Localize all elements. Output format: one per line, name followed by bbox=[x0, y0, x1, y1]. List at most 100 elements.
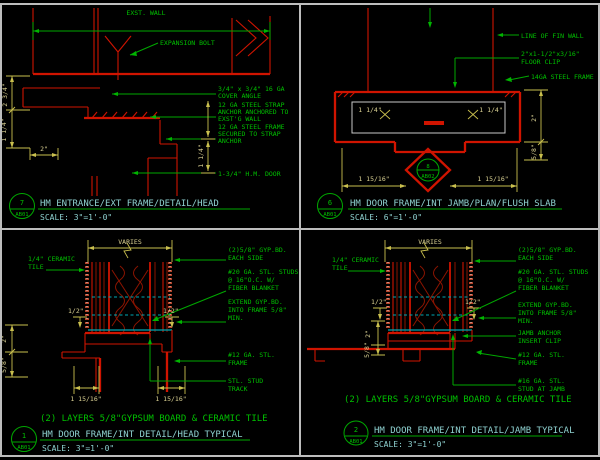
detail-title: HM ENTRANCE/EXT FRAME/DETAIL/HEAD bbox=[40, 199, 219, 209]
ref-diamond bbox=[404, 147, 452, 193]
callout-extend-2: INTO FRAME 5/8" bbox=[228, 306, 287, 314]
divider-vertical bbox=[299, 3, 301, 457]
q4-title-block: (2) LAYERS 5/8"GYPSUM BOARD & CERAMIC TI… bbox=[343, 395, 574, 449]
dim-1-1-4-left: 1 1/4" bbox=[0, 118, 8, 141]
bubble-sheet: AB01 bbox=[349, 439, 362, 445]
callout-cover-angle-2: COVER ANGLE bbox=[218, 92, 261, 100]
dim-throat-left: 1 1/4" bbox=[358, 106, 381, 114]
callout-studs-1: #20 GA. STL. STUDS bbox=[228, 268, 299, 276]
border-left bbox=[0, 3, 2, 457]
callout-ceramic-tile-1: 1/4" CERAMIC bbox=[28, 255, 75, 263]
dim-depth: 2" bbox=[530, 114, 538, 122]
detail-scale: SCALE: 3"=1'-0" bbox=[374, 440, 446, 449]
q2-yellow-dims bbox=[341, 89, 548, 192]
divider-horizontal bbox=[0, 228, 600, 230]
callout-studs-3: FIBER BLANKET bbox=[228, 284, 279, 292]
q1-title-block: 7 AB01 HM ENTRANCE/EXT FRAME/DETAIL/HEAD… bbox=[9, 193, 250, 222]
q1-red-linework bbox=[22, 8, 271, 196]
callout-ceramic-tile-2: TILE bbox=[332, 264, 348, 272]
dim-face-left: 1 15/16" bbox=[358, 175, 389, 183]
dim-half-left: 1/2" bbox=[68, 307, 84, 315]
q3-yellow-dims bbox=[5, 240, 186, 394]
border-right bbox=[598, 3, 600, 457]
callout-cover-angle-1: 3/4" x 3/4" 16 GA bbox=[218, 85, 285, 93]
callout-extend-1: EXTEND GYP.BD. bbox=[518, 301, 573, 309]
callout-studs-2: @ 16"O.C. W/ bbox=[518, 276, 565, 284]
q2-texts: LINE OF FIN WALL 2"x1-1/2"x3/16" FLOOR C… bbox=[358, 32, 593, 183]
dim-face-right: 1 15/16" bbox=[477, 175, 508, 183]
callout-fin-wall: LINE OF FIN WALL bbox=[521, 32, 584, 40]
dim-return: 5/8" bbox=[530, 144, 538, 160]
callout-ceramic-tile-1: 1/4" CERAMIC bbox=[332, 256, 379, 264]
callout-strap-anchor-2: ANCHOR ANCHORED TO bbox=[218, 108, 289, 116]
callout-gyp-bd-2: EACH SIDE bbox=[228, 254, 263, 262]
callout-frame-secured-1: 12 GA STEEL FRAME bbox=[218, 123, 285, 131]
callout-jamb-anchor-1: JAMB ANCHOR bbox=[518, 329, 561, 337]
q2-red-linework bbox=[333, 8, 522, 193]
q1-yellow-dims bbox=[6, 75, 215, 174]
detail-7-head-entrance: EXST. WALL EXPANSION BOLT 3/4" x 3/4" 16… bbox=[0, 8, 289, 222]
q3-green-leaders bbox=[46, 258, 227, 382]
detail-2-jamb-typical: VARIES 1/4" CERAMIC TILE (2)5/8" GYP.BD.… bbox=[307, 238, 589, 449]
dim-gyp: 5/8" bbox=[0, 357, 8, 373]
q4-wall-assembly bbox=[386, 262, 473, 336]
callout-stud-jamb-1: #16 GA. STL. bbox=[518, 377, 565, 385]
callout-stud-jamb-2: STUD AT JAMB bbox=[518, 385, 565, 393]
callout-strap-anchor-3: EXST'G WALL bbox=[218, 115, 261, 123]
callout-floor-clip-2: FLOOR CLIP bbox=[521, 58, 560, 66]
ref-bubble-sheet: AB02 bbox=[421, 174, 434, 180]
callout-extend-1: EXTEND GYP.BD. bbox=[228, 298, 283, 306]
detail-bubble bbox=[317, 193, 343, 219]
detail-1-head-typical: VARIES 1/4" CERAMIC TILE (2)5/8" GYP.BD.… bbox=[0, 238, 299, 453]
q3-texts: VARIES 1/4" CERAMIC TILE (2)5/8" GYP.BD.… bbox=[0, 238, 299, 403]
bubble-number: 1 bbox=[22, 432, 26, 440]
dim-frame-right: 1 15/16" bbox=[155, 395, 186, 403]
dim-2-3-4: 2 3/4" bbox=[1, 83, 9, 106]
detail-title: HM DOOR FRAME/INT JAMB/PLAN/FLUSH SLAB bbox=[350, 199, 556, 209]
q3-wall-assembly bbox=[85, 262, 172, 336]
dim-varies: VARIES bbox=[418, 238, 442, 246]
q2-ref-bubble: 8 AB02 bbox=[416, 158, 440, 182]
detail-bubble bbox=[343, 420, 369, 446]
q4-frame-linework bbox=[307, 329, 473, 362]
detail-title: HM DOOR FRAME/INT DETAIL/HEAD TYPICAL bbox=[42, 430, 242, 440]
callout-extend-2: INTO FRAME 5/8" bbox=[518, 309, 577, 317]
bubble-number: 7 bbox=[20, 199, 24, 207]
note-gypsum: (2) LAYERS 5/8"GYPSUM BOARD & CERAMIC TI… bbox=[40, 414, 268, 424]
dim-half-right: 1/2" bbox=[465, 298, 481, 306]
q2-green-leaders bbox=[428, 8, 530, 88]
dim-frame-left: 1 15/16" bbox=[70, 395, 101, 403]
callout-hm-door: 1-3/4" H.M. DOOR bbox=[218, 170, 281, 178]
label-expansion-bolt: EXPANSION BOLT bbox=[160, 39, 215, 47]
note-gypsum: (2) LAYERS 5/8"GYPSUM BOARD & CERAMIC TI… bbox=[344, 395, 572, 405]
callout-studs-2: @ 16"O.C. W/ bbox=[228, 276, 275, 284]
detail-title: HM DOOR FRAME/INT DETAIL/JAMB TYPICAL bbox=[374, 426, 574, 436]
dim-exst-wall: EXST. WALL bbox=[126, 9, 165, 17]
dim-2-inch: 2" bbox=[40, 145, 48, 153]
callout-studs-3: FIBER BLANKET bbox=[518, 284, 569, 292]
q4-texts: VARIES 1/4" CERAMIC TILE (2)5/8" GYP.BD.… bbox=[332, 238, 589, 393]
callout-jamb-anchor-2: INSERT CLIP bbox=[518, 337, 561, 345]
detail-6-jamb-plan: 8 AB02 LINE OF FIN WALL 2"x1-1/2"x3/16" … bbox=[317, 8, 594, 222]
bubble-sheet: AB01 bbox=[15, 212, 28, 218]
dim-face: 2" bbox=[0, 335, 8, 343]
callout-frame-secured-2: SECURED TO STRAP bbox=[218, 130, 281, 138]
callout-stl-frame-2: FRAME bbox=[518, 359, 538, 367]
callout-stl-frame-1: #12 GA. STL. bbox=[518, 351, 565, 359]
detail-bubble bbox=[11, 426, 37, 452]
callout-strap-anchor-1: 12 GA STEEL STRAP bbox=[218, 101, 285, 109]
callout-stl-frame-2: FRAME bbox=[228, 359, 248, 367]
ref-bubble-number: 8 bbox=[426, 164, 429, 170]
callout-gyp-bd-1: (2)5/8" GYP.BD. bbox=[228, 246, 287, 254]
detail-scale: SCALE: 3"=1'-0" bbox=[40, 213, 112, 222]
dim-half-right: 1/2" bbox=[163, 307, 179, 315]
q4-green-leaders bbox=[348, 259, 517, 386]
dim-1-1-4-right: 1 1/4" bbox=[197, 144, 205, 167]
dim-throat-right: 1 1/4" bbox=[479, 106, 502, 114]
bubble-sheet: AB01 bbox=[17, 445, 30, 451]
q3-frame-linework bbox=[61, 329, 173, 392]
detail-bubble bbox=[9, 193, 35, 219]
q3-title-block: (2) LAYERS 5/8"GYPSUM BOARD & CERAMIC TI… bbox=[11, 414, 268, 453]
bubble-number: 6 bbox=[328, 199, 332, 207]
